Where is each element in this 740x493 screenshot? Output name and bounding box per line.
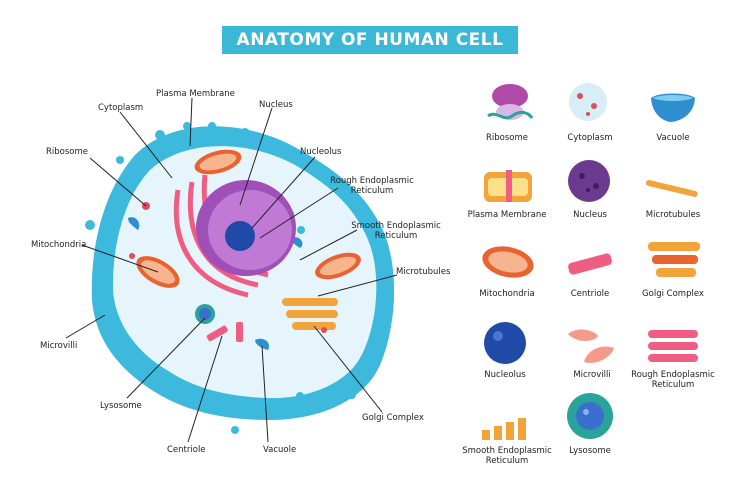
microtubules-icon bbox=[646, 180, 698, 197]
label-microvilli: Microvilli bbox=[40, 341, 78, 351]
legend-nucleolus: Nucleolus bbox=[484, 370, 526, 380]
rough-er-icon bbox=[648, 330, 698, 362]
legend-cytoplasm: Cytoplasm bbox=[567, 133, 613, 143]
ribosome-icon bbox=[487, 84, 534, 120]
legend-lysosome: Lysosome bbox=[569, 446, 611, 456]
mitochondria-icon bbox=[482, 246, 534, 278]
label-cytoplasm: Cytoplasm bbox=[98, 103, 144, 113]
label-vacuole: Vacuole bbox=[263, 445, 297, 455]
label-nucleus: Nucleus bbox=[259, 100, 293, 110]
label-golgi-complex: Golgi Complex bbox=[362, 413, 424, 423]
leader-lines bbox=[65, 97, 398, 443]
nucleolus-shape bbox=[225, 221, 255, 251]
label-ribosome: Ribosome bbox=[46, 147, 89, 157]
nucleus-icon bbox=[568, 160, 610, 202]
legend-ribosome: Ribosome bbox=[485, 133, 529, 143]
label-plasma-membrane: Plasma Membrane bbox=[156, 89, 235, 99]
label-lysosome: Lysosome bbox=[100, 401, 142, 411]
microvilli-icon bbox=[568, 329, 614, 363]
label-centriole: Centriole bbox=[167, 445, 206, 455]
centriole-shape bbox=[206, 322, 243, 342]
label-microtubules: Microtubules bbox=[396, 267, 451, 277]
legend-mitochondria: Mitochondria bbox=[479, 289, 535, 299]
legend-golgi-complex: Golgi Complex bbox=[642, 289, 704, 299]
legend-centriole: Centriole bbox=[570, 289, 610, 299]
plasma-membrane-icon bbox=[484, 170, 532, 202]
label-nucleolus: Nucleolus bbox=[300, 147, 342, 157]
cytoplasm-icon bbox=[569, 83, 607, 121]
golgi-complex-icon bbox=[648, 242, 700, 277]
legend-plasma-membrane: Plasma Membrane bbox=[467, 210, 547, 220]
legend-microvilli: Microvilli bbox=[573, 370, 611, 380]
microvilli-shape bbox=[85, 122, 394, 434]
centriole-icon bbox=[568, 253, 612, 275]
legend-microtubules: Microtubules bbox=[645, 210, 701, 220]
label-mitochondria: Mitochondria bbox=[31, 240, 87, 250]
legend-vacuole: Vacuole bbox=[656, 133, 690, 143]
lysosome-icon bbox=[567, 393, 613, 439]
nucleolus-icon bbox=[484, 322, 526, 364]
page-title: ANATOMY OF HUMAN CELL bbox=[222, 26, 518, 54]
legend-nucleus: Nucleus bbox=[573, 210, 607, 220]
smooth-er-icon bbox=[482, 418, 526, 440]
vacuole-icon bbox=[651, 93, 695, 122]
